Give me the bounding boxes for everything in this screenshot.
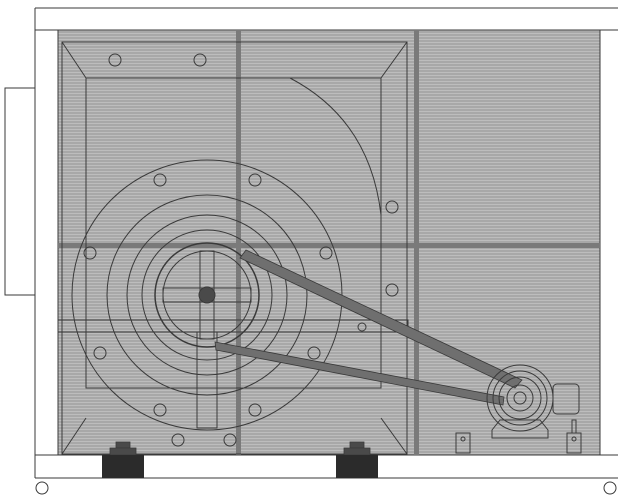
mounting-foot-left-bolt	[460, 436, 466, 442]
bolt-11	[307, 346, 321, 360]
bolt-3	[153, 173, 167, 187]
drive-motor	[486, 364, 580, 439]
frame-bar-horizontal	[58, 243, 600, 248]
isolator-left-body	[109, 447, 137, 456]
base-support-blocks	[102, 455, 378, 478]
drive-pulley	[154, 242, 260, 348]
motor-end-cap	[552, 383, 580, 415]
scroll-curve	[289, 77, 382, 216]
motor-mount-bracket	[491, 419, 549, 439]
bolt-14	[171, 433, 185, 447]
isolator-left-cap	[115, 441, 131, 449]
blower-wheel-ring-4	[141, 229, 273, 361]
access-door-panel	[4, 87, 36, 296]
motor-housing-ring-2	[492, 370, 548, 426]
bolt-13	[248, 403, 262, 417]
isolator-right-cap	[349, 441, 365, 449]
bolt-8	[385, 283, 399, 297]
drive-belt	[214, 249, 523, 406]
panel-frame-bars	[58, 30, 600, 455]
housing-bevel-br	[380, 417, 408, 455]
bolt-2	[193, 53, 207, 67]
isolator-right-body	[343, 447, 371, 456]
motor-housing-ring-3	[498, 376, 542, 420]
bolt-5	[385, 200, 399, 214]
leveling-point-right	[603, 481, 617, 495]
bolt-10	[93, 346, 107, 360]
bolt-9	[357, 322, 367, 332]
housing-bevel-tr	[380, 41, 408, 79]
bolt-12	[153, 403, 167, 417]
mounting-foot-right-bolt	[571, 436, 577, 442]
pulley-hub	[198, 286, 216, 304]
blower-housing	[61, 41, 408, 455]
mounting-bolts	[83, 53, 399, 447]
support-strut-vertical	[196, 331, 218, 429]
tension-rod	[571, 419, 577, 434]
frame-bar-vertical-left	[236, 30, 241, 455]
leveling-point-left	[35, 481, 49, 495]
mounting-feet	[455, 419, 582, 454]
drive-pulley-rim-outer	[154, 242, 260, 348]
filter-mesh-panel	[57, 29, 601, 456]
housing-bevel-bl	[61, 417, 87, 455]
housing-bevel-tl	[61, 41, 87, 79]
leveling-points	[35, 481, 617, 495]
bolt-7	[83, 246, 97, 260]
motor-shaft-hub	[513, 391, 527, 405]
drive-belt-upper-strand	[239, 249, 523, 389]
base-support-block-left	[102, 455, 144, 478]
blower-housing-outer	[61, 41, 408, 455]
mounting-foot-left	[455, 432, 471, 454]
base-support-block-right	[336, 455, 378, 478]
blower-wheel-ring-2	[106, 194, 308, 396]
bolt-1	[108, 53, 122, 67]
bolt-15	[223, 433, 237, 447]
motor-pulley	[506, 384, 534, 412]
drive-belt-lower-strand	[214, 341, 505, 406]
bolt-4	[248, 173, 262, 187]
blower-housing-inner	[85, 77, 382, 389]
blower-wheel-ring-3	[126, 214, 288, 376]
bolt-6	[319, 246, 333, 260]
frame-bar-vertical-right	[414, 30, 419, 455]
